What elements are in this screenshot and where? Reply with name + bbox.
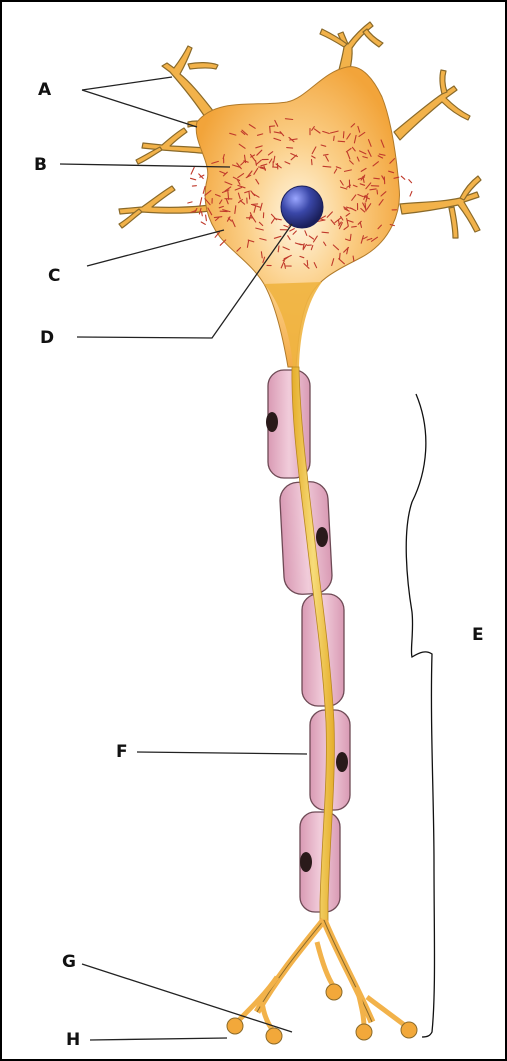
- nissl-speckle: [340, 253, 341, 259]
- label-a: A: [38, 82, 51, 99]
- leader-c: [87, 230, 224, 266]
- nissl-speckle: [377, 190, 378, 194]
- leader-f: [137, 752, 307, 754]
- nissl-speckle: [410, 192, 412, 197]
- label-h: H: [66, 1032, 80, 1049]
- leader-b: [60, 164, 230, 167]
- nissl-speckle: [270, 126, 275, 127]
- nissl-speckle: [270, 127, 271, 133]
- nissl-speckle: [343, 132, 344, 138]
- nissl-speckle: [191, 167, 194, 174]
- nissl-speckle: [322, 232, 328, 233]
- axon-hillock: [264, 282, 322, 367]
- nissl-speckle: [206, 215, 207, 221]
- label-e: E: [472, 627, 484, 644]
- nissl-speckle: [409, 180, 412, 183]
- nissl-speckle: [188, 202, 192, 203]
- nissl-speckle: [249, 192, 250, 199]
- label-f: F: [116, 744, 128, 761]
- leader-a: [82, 77, 172, 90]
- nissl-speckle: [312, 160, 313, 165]
- nissl-speckle: [307, 260, 308, 265]
- nissl-speckle: [287, 148, 293, 149]
- nissl-speckle: [201, 222, 205, 224]
- label-b: B: [34, 157, 47, 174]
- nissl-speckle: [191, 178, 196, 180]
- nissl-speckle: [339, 220, 340, 224]
- bracket-e: [406, 394, 434, 1037]
- nissl-speckle: [352, 226, 357, 227]
- nucleus: [281, 186, 323, 228]
- label-c: C: [48, 268, 60, 285]
- nissl-speckle: [374, 178, 380, 179]
- nissl-speckle: [228, 192, 229, 200]
- nissl-speckle: [334, 136, 335, 140]
- nissl-speckle: [338, 141, 345, 142]
- nissl-speckle: [401, 176, 405, 179]
- nissl-speckle: [200, 198, 202, 206]
- leader-a2: [82, 90, 197, 127]
- leader-h: [90, 1038, 227, 1040]
- axon-terminals: [237, 920, 407, 1032]
- label-g: G: [62, 954, 76, 971]
- label-d: D: [40, 330, 54, 347]
- myelin-sheath: [268, 370, 350, 912]
